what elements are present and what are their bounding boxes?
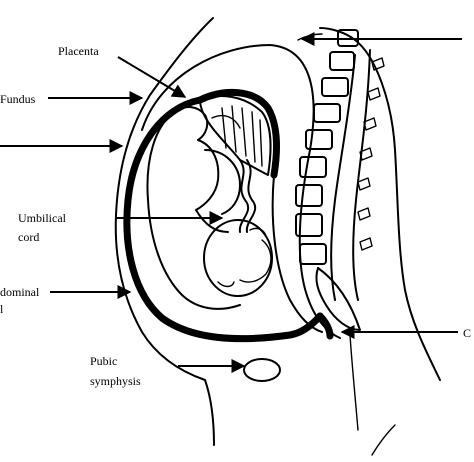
fetus-leg [204, 149, 241, 215]
buttock-line [371, 424, 396, 456]
cervix [316, 312, 334, 340]
label-cervix-partial: C [463, 326, 471, 340]
pubic-symphysis-bone [243, 358, 281, 382]
vertebra [313, 103, 341, 123]
pointer-arrows [0, 32, 462, 373]
vertebra [321, 77, 349, 97]
uterine-wall-thick [123, 96, 324, 343]
label-umbilical-line2: cord [18, 230, 39, 244]
abdomen-outline [114, 17, 215, 446]
fetus-hand [249, 227, 267, 237]
spinous-process [359, 237, 373, 251]
vertebra [329, 51, 355, 71]
fetus-arm [195, 209, 229, 233]
fetus [146, 106, 273, 310]
label-abdominal-line2: l [0, 302, 4, 316]
labels: Placenta Fundus Umbilical cord dominal l… [0, 44, 471, 388]
sacrum [315, 267, 361, 331]
uterus-lower-segment [271, 174, 323, 333]
fetus-back [146, 111, 241, 310]
fetus-leg [195, 139, 220, 211]
spinal-canal-back [352, 49, 371, 301]
uterine-wall-thick-upper [196, 88, 280, 179]
label-pubic-line2: symphysis [90, 374, 141, 388]
vertebra [295, 213, 323, 237]
arrow-placenta [117, 56, 187, 98]
spinous-process [357, 207, 371, 221]
vertebra [299, 156, 327, 178]
fetus-face [239, 239, 272, 283]
spinous-process [371, 57, 385, 71]
vertebra [299, 243, 327, 265]
spinous-process [367, 87, 381, 101]
placenta [199, 95, 272, 176]
spinal-canal-front [330, 54, 356, 301]
label-abdominal-line1: dominal [0, 285, 40, 299]
fetus-buttock [174, 106, 209, 141]
label-fundus: Fundus [0, 92, 36, 106]
label-pubic-line1: Pubic [90, 354, 117, 368]
spinous-process [359, 147, 373, 161]
fetus-foot [211, 114, 241, 129]
vertebra [295, 184, 323, 207]
label-placenta: Placenta [58, 44, 99, 58]
fetus-ear [217, 281, 235, 288]
spinous-process [363, 117, 377, 131]
umbilical-cord [238, 159, 257, 233]
vertebra [305, 129, 333, 150]
fetus-head [203, 219, 273, 297]
label-umbilical-line1: Umbilical [18, 211, 67, 225]
back-outline [319, 27, 441, 381]
placenta-outline [199, 95, 272, 176]
uterus [123, 44, 341, 343]
uterus-outer-wall [141, 44, 341, 339]
spinous-process [357, 177, 371, 191]
perineum-line [349, 334, 359, 431]
